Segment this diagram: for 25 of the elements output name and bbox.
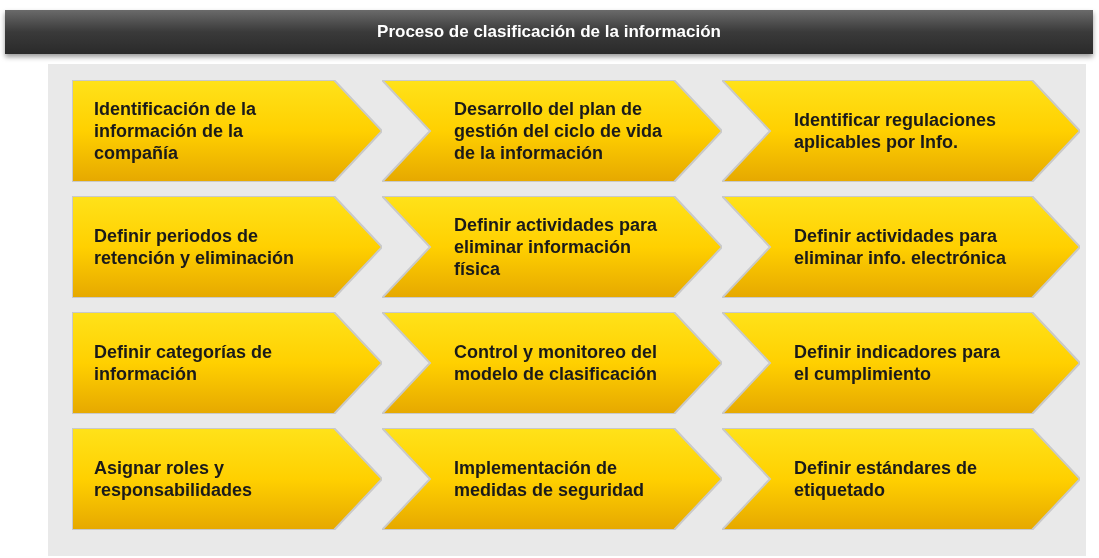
step-text: Definir actividades para eliminar info. electrónica xyxy=(794,225,1008,269)
step-text: Identificación de la información de la compañía xyxy=(94,98,258,164)
step-text: Asignar roles y responsabilidades xyxy=(94,457,254,501)
chevron-step xyxy=(72,428,382,530)
chevron-step xyxy=(72,312,382,414)
step-text: Implementación de medidas de seguridad xyxy=(454,457,646,501)
chevron-step xyxy=(722,428,1080,530)
step-text: Desarrollo del plan de gestión del ciclo de vida de la información xyxy=(454,98,664,164)
step-text: Identificar regulaciones aplicables por Info. xyxy=(794,109,998,153)
chevron-step xyxy=(382,196,722,298)
chevron-step xyxy=(72,196,382,298)
chevron-step xyxy=(72,80,382,182)
chevron-step xyxy=(722,196,1080,298)
step-text: Definir actividades para eliminar información física xyxy=(454,214,659,280)
chevron-step xyxy=(382,80,722,182)
chevron-step xyxy=(382,428,722,530)
step-text: Definir periodos de retención y eliminación xyxy=(94,225,296,269)
step-text: Control y monitoreo del modelo de clasificación xyxy=(454,341,659,385)
title: Proceso de clasificación de la información xyxy=(377,22,721,42)
chevron-step xyxy=(382,312,722,414)
step-text: Definir categorías de información xyxy=(94,341,274,385)
step-text: Definir indicadores para el cumplimiento xyxy=(794,341,1002,385)
step-text: Definir estándares de etiquetado xyxy=(794,457,979,501)
chevron-step xyxy=(722,80,1080,182)
chevron-step xyxy=(722,312,1080,414)
